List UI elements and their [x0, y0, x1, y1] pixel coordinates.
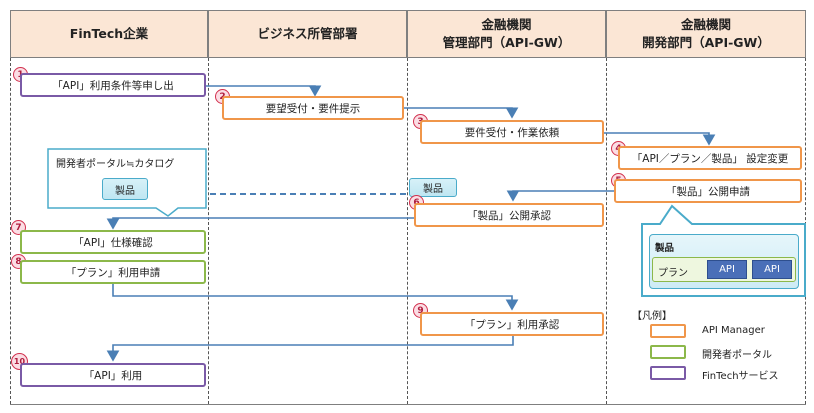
diagram-bottom-border	[10, 404, 806, 405]
arrow-5-6	[506, 190, 614, 202]
portal-product-chip: 製品	[102, 178, 148, 200]
legend-title: 【凡例】	[632, 311, 672, 322]
arrow-3-4	[604, 132, 716, 146]
published-product-chip: 製品	[409, 178, 457, 197]
lane-label: FinTech企業	[69, 26, 149, 41]
plan-label: プラン	[658, 268, 688, 279]
step-8-box: 「プラン」利用申請	[20, 260, 206, 284]
lane-divider	[407, 58, 408, 404]
api-chip-2: API	[752, 260, 792, 279]
product-panel-title: 製品	[655, 243, 675, 254]
step-2-box: 要望受付・要件提示	[222, 96, 404, 120]
legend-swatch-green	[650, 345, 686, 359]
lane-header-dev: 金融機関 開発部門（API-GW）	[606, 10, 806, 58]
lane-header-admin: 金融機関 管理部門（API-GW）	[407, 10, 606, 58]
step-6-box: 「製品」公開承認	[414, 203, 604, 227]
portal-title: 開発者ポータル≒カタログ	[56, 159, 175, 170]
legend-label: FinTechサービス	[702, 371, 779, 382]
api-chip-1: API	[707, 260, 747, 279]
legend-swatch-orange	[650, 324, 686, 338]
arrow-1-2	[206, 85, 322, 97]
step-10-box: 「API」利用	[20, 363, 206, 387]
arrow-6-7	[106, 217, 414, 230]
arrow-8-9	[112, 284, 519, 311]
lane-divider	[208, 58, 209, 404]
step-3-box: 要件受付・作業依頼	[420, 120, 604, 144]
lane-label: 金融機関 開発部門（API-GW）	[642, 17, 770, 50]
step-4-box: 「API／プラン／製品」 設定変更	[618, 146, 802, 170]
legend-label: API Manager	[702, 325, 765, 336]
lane-label: 金融機関 管理部門（API-GW）	[442, 17, 571, 50]
step-5-box: 「製品」公開申請	[614, 179, 802, 203]
lane-label: ビジネス所管部署	[257, 26, 358, 41]
step-7-box: 「API」仕様確認	[20, 230, 206, 254]
lane-header-fintech: FinTech企業	[10, 10, 208, 58]
arrow-9-10	[106, 336, 514, 362]
lane-divider	[606, 58, 607, 404]
lane-header-business: ビジネス所管部署	[208, 10, 407, 58]
step-9-box: 「プラン」利用承認	[420, 312, 604, 336]
legend-swatch-purple	[650, 366, 686, 380]
arrow-2-3	[404, 107, 519, 119]
lane-border	[10, 58, 11, 404]
legend-label: 開発者ポータル	[702, 350, 772, 361]
step-1-box: 「API」利用条件等申し出	[20, 73, 206, 97]
